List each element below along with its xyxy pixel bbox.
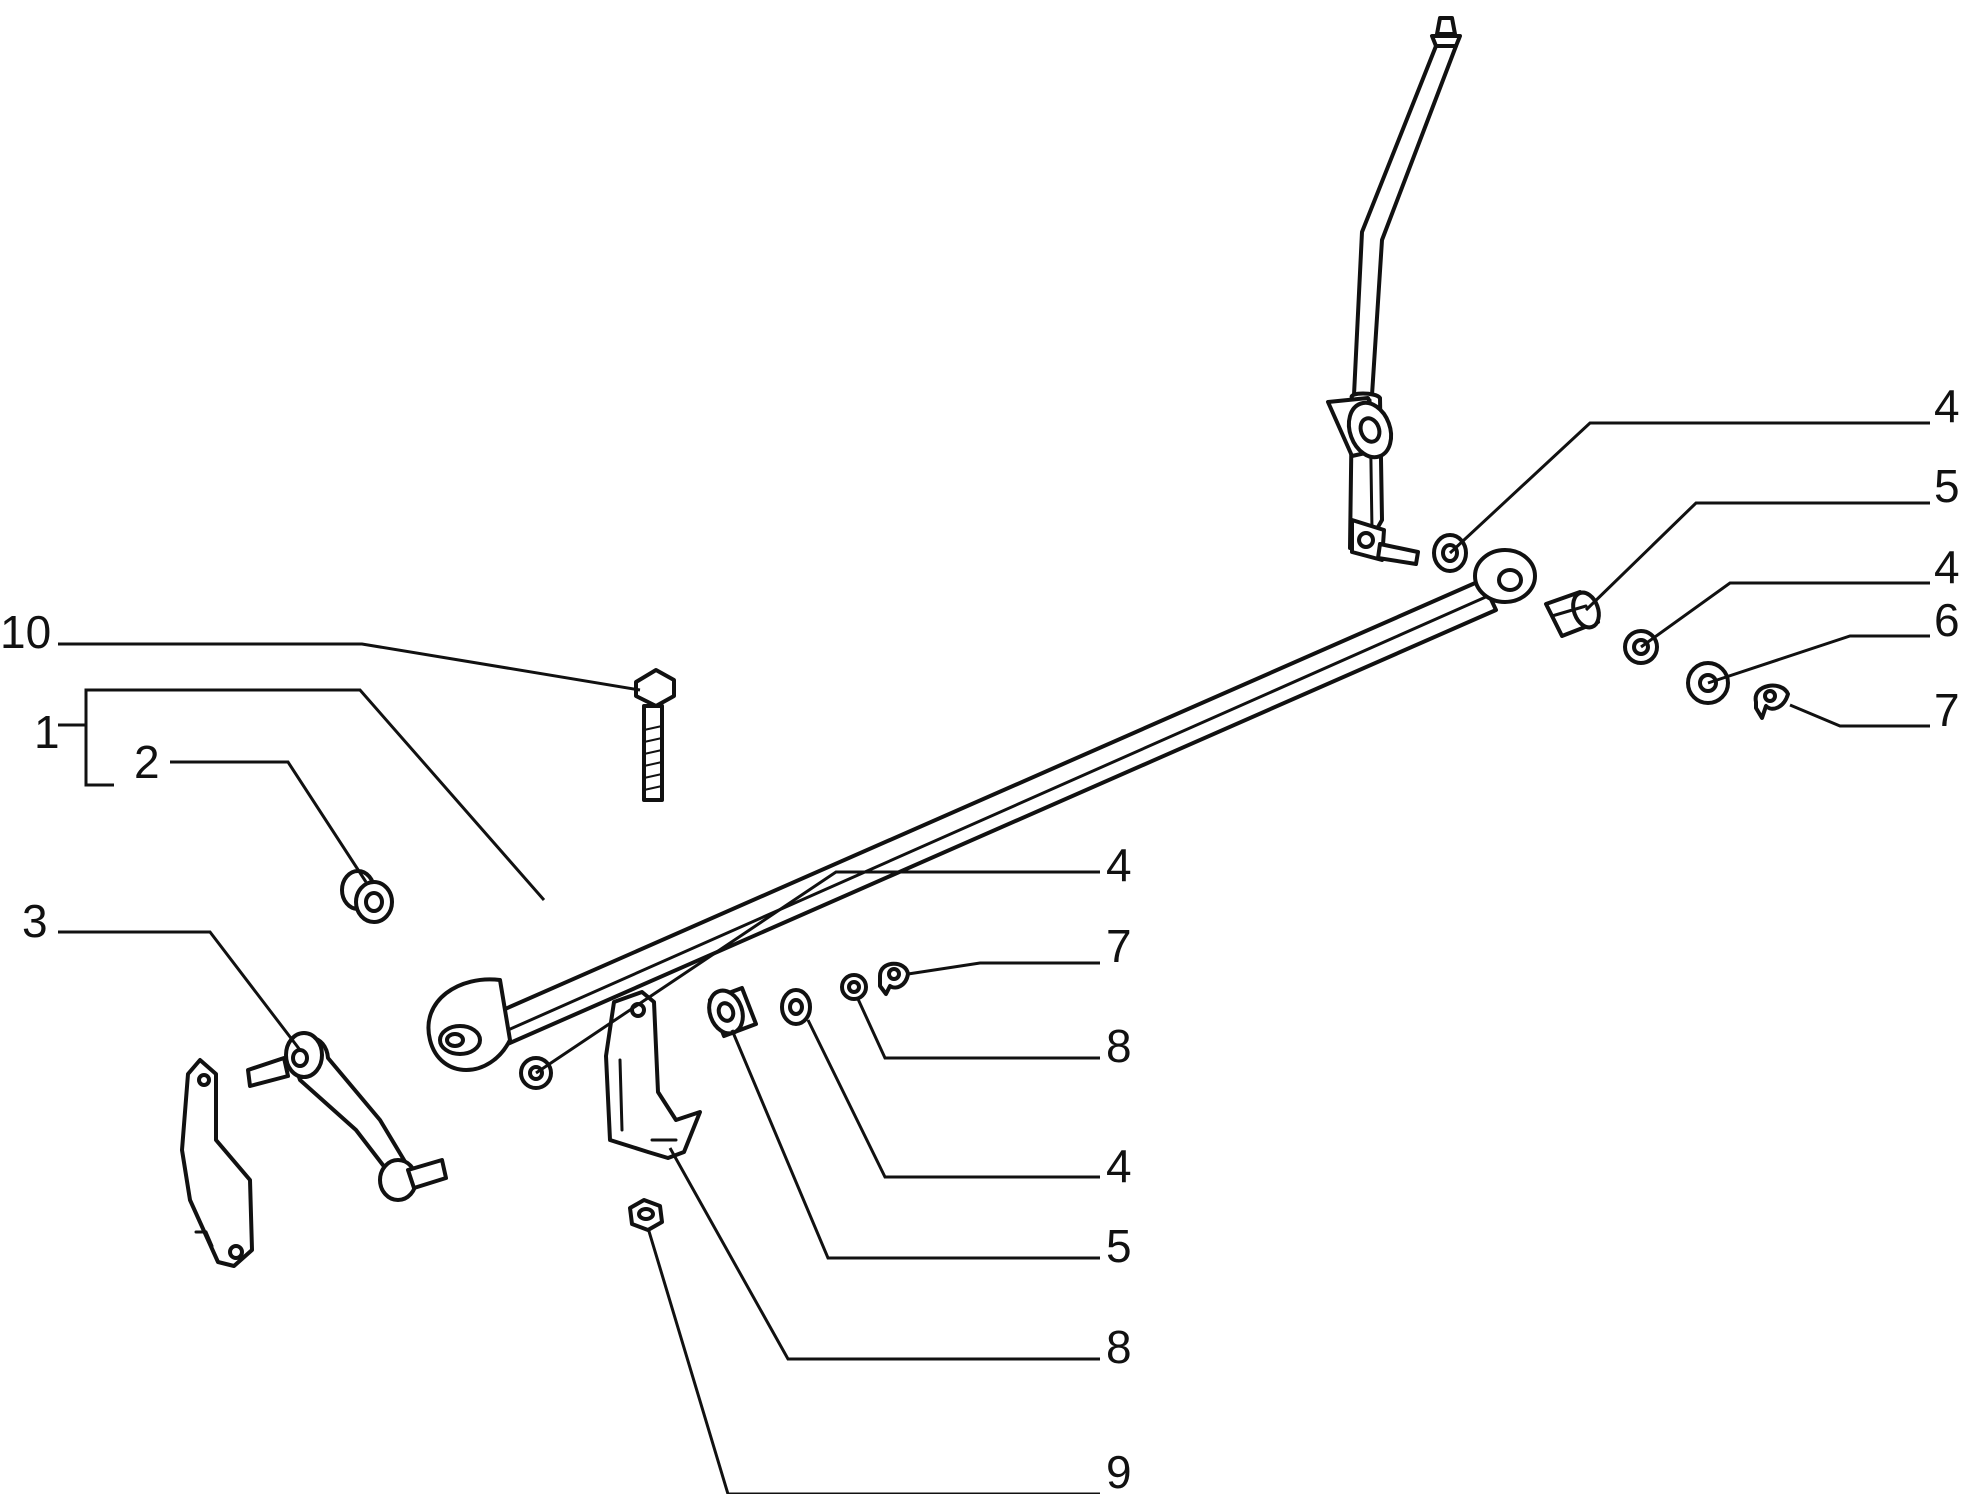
callout-4-upper: 4 xyxy=(1934,380,1960,432)
shift-rod xyxy=(478,578,1498,1052)
lever-end-pin xyxy=(1350,518,1420,566)
connecting-link xyxy=(246,1031,448,1202)
callout-4-bottom: 4 xyxy=(1106,1140,1132,1192)
bushing-lower xyxy=(707,986,758,1038)
callout-5-lower: 5 xyxy=(1106,1220,1132,1272)
gear-lever xyxy=(1348,16,1462,550)
callout-8-bracket: 8 xyxy=(1106,1321,1132,1373)
callout-10: 10 xyxy=(0,606,51,658)
callout-5-upper: 5 xyxy=(1934,460,1960,512)
callout-8-washer: 8 xyxy=(1106,1020,1132,1072)
lever-bushing-block xyxy=(1326,396,1394,460)
callout-2: 2 xyxy=(134,736,160,788)
bolt xyxy=(634,668,676,802)
leader-lines xyxy=(58,421,1930,1494)
callout-4-lower: 4 xyxy=(1106,839,1132,891)
small-washer xyxy=(840,973,868,1001)
callout-7-lower: 7 xyxy=(1106,920,1132,972)
callout-4-right: 4 xyxy=(1934,541,1960,593)
retaining-clip-lower xyxy=(878,961,910,996)
callout-9: 9 xyxy=(1106,1446,1132,1494)
callout-7-upper: 7 xyxy=(1934,684,1960,736)
callout-3: 3 xyxy=(22,895,48,947)
nut xyxy=(628,1198,664,1232)
retaining-clip-upper xyxy=(1753,683,1790,720)
callout-1: 1 xyxy=(34,706,60,758)
rod-eye-right xyxy=(1473,548,1537,604)
callout-6: 6 xyxy=(1934,594,1960,646)
bushing-upper-right xyxy=(1544,590,1601,638)
mounting-bracket xyxy=(180,1058,254,1268)
rubber-bushing xyxy=(340,869,394,924)
washer-lower-middle xyxy=(780,988,812,1026)
rod-eye-left xyxy=(426,977,512,1072)
